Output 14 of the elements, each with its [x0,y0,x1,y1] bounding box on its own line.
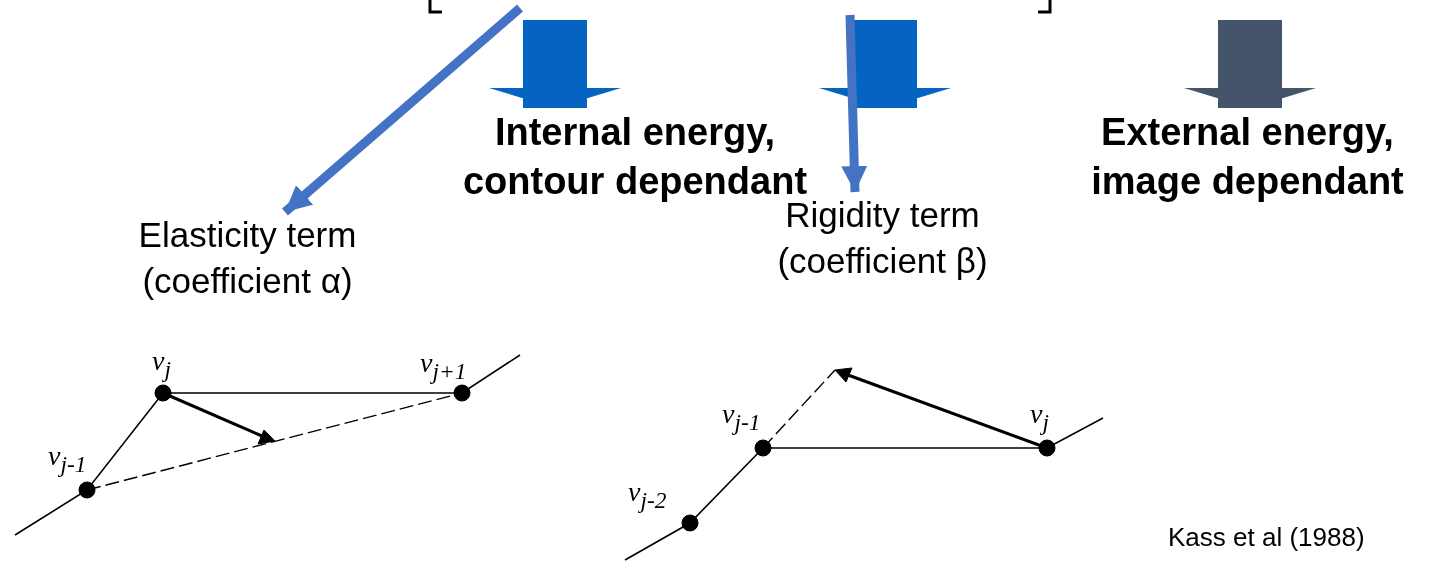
point-label: v$_{j-1}$ [48,440,87,478]
point-label: v$_{j+1}$ [420,347,467,385]
arrow [841,14,868,193]
heading-text: External energy, image dependant [1090,110,1405,205]
point-label: v$_{j-1}$ [722,398,761,436]
block-arrow [1184,20,1316,108]
term-text: Elasticity term (coefficient α) [137,214,358,302]
point-label: v$_{j}$ [152,345,171,383]
point-label: v$_{j-2}$ [628,476,667,514]
block-arrow [489,20,621,108]
arrow [282,4,523,216]
block-arrow [819,20,951,108]
point-label: v$_{j}$ [1030,398,1049,436]
citation-text: Kass et al (1988) [1168,522,1365,553]
